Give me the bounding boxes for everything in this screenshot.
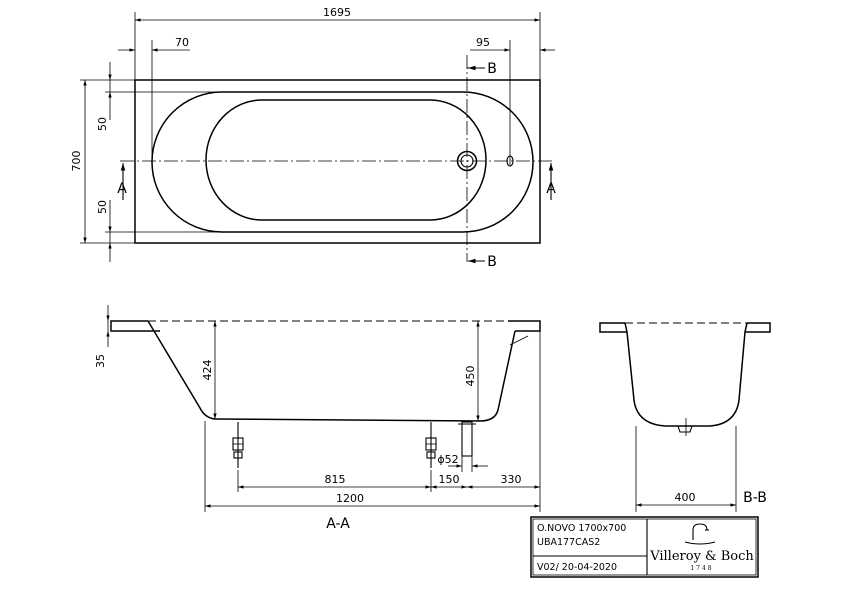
foot-right <box>425 422 437 468</box>
section-a-left-label: A <box>117 181 127 197</box>
foot-left <box>232 422 244 468</box>
brand-since: 1748 <box>690 565 713 572</box>
version-date: V02/ 20-04-2020 <box>537 562 617 573</box>
section-b-bottom-label: B <box>487 254 497 270</box>
dim-right-offset-label: 95 <box>476 36 490 49</box>
tub-profile-bb <box>624 322 748 427</box>
tub-profile-right <box>479 330 516 422</box>
title-block: O.NOVO 1700x700 UBA177CAS2 V02/ 20-04-20… <box>530 516 759 578</box>
dim-rim-bottom-label: 50 <box>96 200 109 214</box>
top-view: 1695 70 95 700 50 50 A A B <box>70 6 556 270</box>
tub-outer-rim <box>134 79 541 244</box>
dim-815-label: 815 <box>325 473 346 486</box>
dim-drain-diameter-label: ϕ52 <box>437 453 458 466</box>
faucet-logo-icon <box>684 523 716 545</box>
dim-depth-left-label: 424 <box>201 360 214 381</box>
dim-width-label: 700 <box>70 151 83 172</box>
dim-400-label: 400 <box>675 491 696 504</box>
dim-left-offset-label: 70 <box>175 36 189 49</box>
dim-330-label: 330 <box>501 473 522 486</box>
dim-length-label: 1695 <box>323 6 351 19</box>
dim-rim-height-label: 35 <box>94 354 107 368</box>
section-b-top-label: B <box>487 61 497 77</box>
section-a-right-label: A <box>546 181 556 197</box>
section-bb-title: B-B <box>743 490 767 506</box>
dim-depth-right-label: 450 <box>464 366 477 387</box>
section-bb-view: 400 B-B <box>599 322 771 512</box>
dim-1200-label: 1200 <box>336 492 364 505</box>
tub-floor-outline <box>205 99 487 221</box>
product-code: UBA177CAS2 <box>537 537 600 548</box>
dim-150-label: 150 <box>439 473 460 486</box>
drain-pipe <box>461 421 473 457</box>
section-aa-title: A-A <box>326 516 350 532</box>
tub-profile-left <box>147 320 216 420</box>
brand-name: Villeroy & Boch <box>649 549 754 564</box>
product-name: O.NOVO 1700x700 <box>537 523 626 534</box>
tub-inner-outline <box>151 91 534 233</box>
section-aa-view: 35 424 450 ϕ52 815 150 330 1200 A-A <box>94 305 541 532</box>
dim-rim-top-label: 50 <box>96 117 109 131</box>
